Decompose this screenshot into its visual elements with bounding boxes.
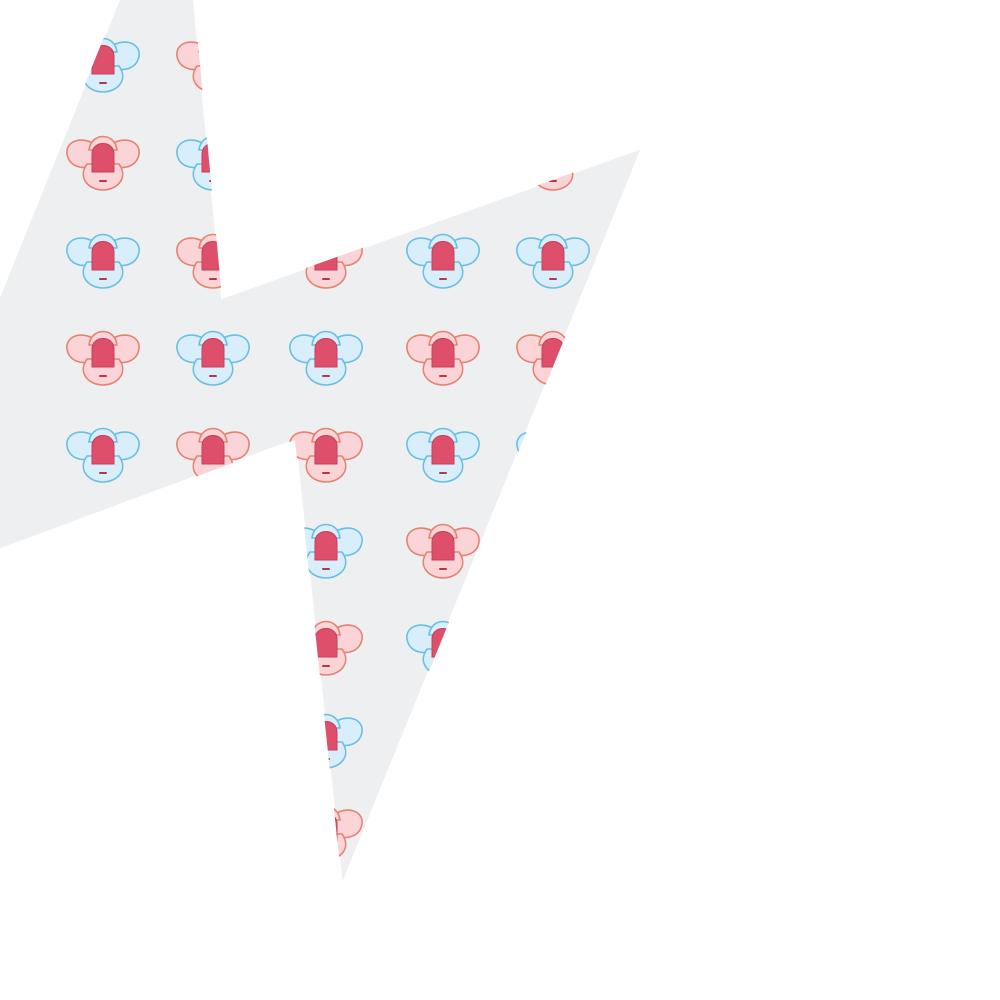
flower-bell-icon	[289, 135, 363, 191]
flower-bell-icon	[176, 523, 250, 579]
flower-bell-icon	[406, 713, 480, 769]
flower-bell-icon	[66, 427, 140, 483]
flower-bell-icon	[406, 427, 480, 483]
flower-bell-icon	[516, 620, 590, 676]
flower-bell-icon	[66, 805, 140, 861]
flower-bell-icon	[406, 37, 480, 93]
flower-bell-icon	[406, 135, 480, 191]
flower-bell-icon	[176, 805, 250, 861]
flower-bell-icon	[516, 427, 590, 483]
flower-bell-icon	[66, 523, 140, 579]
flower-bell-icon	[516, 713, 590, 769]
flower-bell-icon	[289, 330, 363, 386]
flower-bell-icon	[516, 523, 590, 579]
flower-bell-icon	[516, 233, 590, 289]
flower-bell-icon	[66, 330, 140, 386]
flower-bell-icon	[406, 330, 480, 386]
flower-bell-icon	[66, 233, 140, 289]
flower-bell-icon	[516, 37, 590, 93]
flower-bell-icon	[176, 713, 250, 769]
flower-bell-icon	[289, 37, 363, 93]
flower-bell-icon	[176, 620, 250, 676]
flower-bell-icon	[406, 523, 480, 579]
flower-bell-icon	[516, 805, 590, 861]
flower-bell-icon	[176, 330, 250, 386]
flower-bell-icon	[406, 805, 480, 861]
flower-bell-icon	[66, 135, 140, 191]
flower-bell-icon	[66, 713, 140, 769]
flower-bell-icon	[406, 233, 480, 289]
flower-bell-icon	[66, 620, 140, 676]
